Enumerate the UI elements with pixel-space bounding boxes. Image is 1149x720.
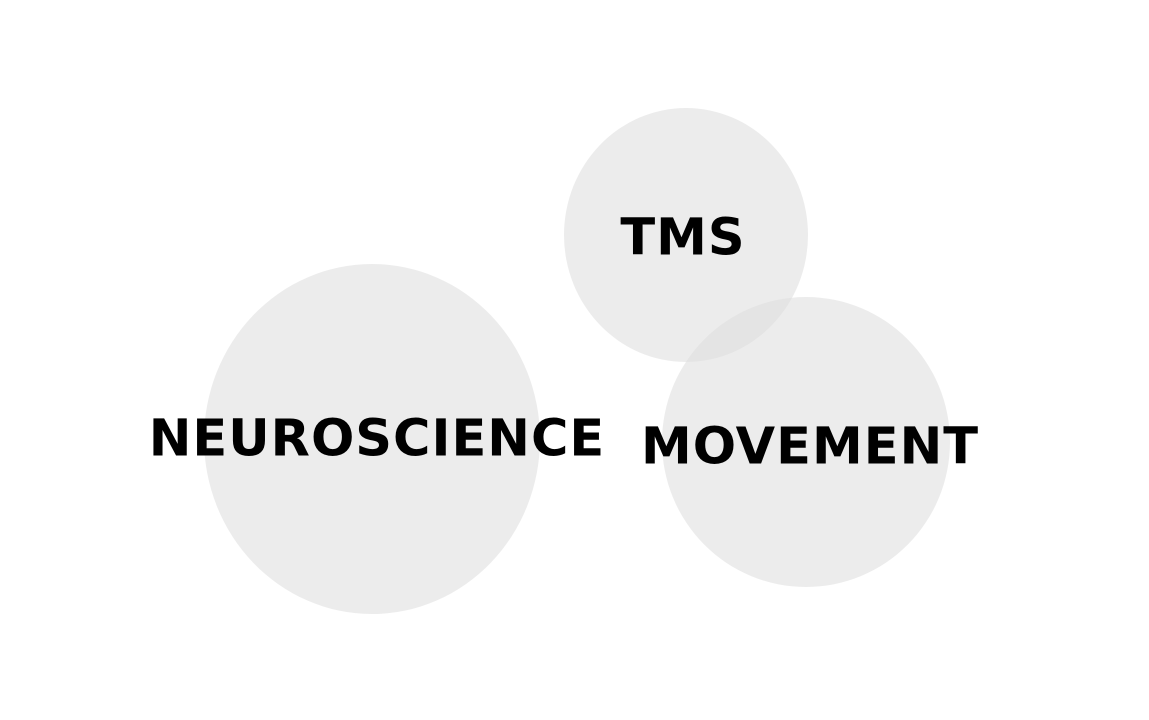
bubble-movement-label: MOVEMENT: [641, 418, 979, 477]
bubble-tms-circle: [564, 108, 808, 362]
bubble-movement: MOVEMENT: [641, 297, 979, 587]
bubble-movement-circle: [662, 297, 950, 587]
bubble-tms-label: TMS: [620, 209, 745, 268]
bubble-neuroscience-circle: [204, 264, 540, 614]
bubble-neuroscience: NEUROSCIENCE: [149, 264, 605, 614]
bubble-tms: TMS: [564, 108, 808, 362]
bubble-neuroscience-label: NEUROSCIENCE: [149, 410, 605, 469]
